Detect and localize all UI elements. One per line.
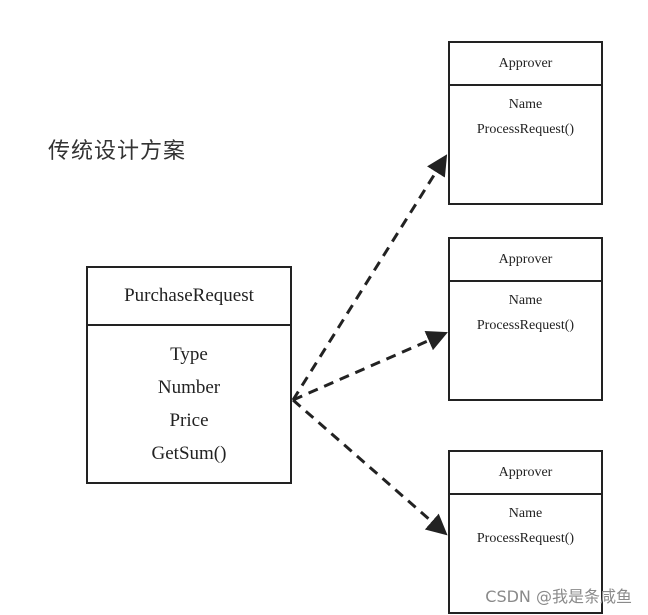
member-number: Number: [157, 377, 221, 398]
member-price: Price: [169, 410, 209, 431]
approver-class-1: Approver Name ProcessRequest(): [448, 41, 603, 205]
approver-class-3: Approver Name ProcessRequest(): [448, 450, 603, 614]
purchase-request-class: PurchaseRequest Type Number Price GetSum…: [86, 266, 292, 484]
member-processrequest: ProcessRequest(): [476, 318, 575, 333]
arrow-to-approver-3: [292, 398, 448, 536]
class-members: Type Number Price GetSum(): [88, 326, 290, 470]
diagram-title: 传统设计方案: [48, 139, 187, 164]
member-type: Type: [170, 344, 208, 365]
approver-class-2: Approver Name ProcessRequest(): [448, 237, 603, 401]
member-processrequest: ProcessRequest(): [476, 531, 575, 546]
member-name: Name: [508, 97, 543, 112]
class-name: Approver: [450, 43, 601, 86]
class-name: PurchaseRequest: [88, 268, 290, 326]
arrow-to-approver-2: [292, 330, 448, 402]
class-members: Name ProcessRequest(): [450, 495, 601, 551]
class-name: Approver: [450, 239, 601, 282]
member-processrequest: ProcessRequest(): [476, 122, 575, 137]
class-name: Approver: [450, 452, 601, 495]
arrow-to-approver-1: [291, 154, 448, 401]
member-getsum: GetSum(): [151, 443, 227, 464]
watermark: CSDN @我是条咸鱼: [485, 587, 632, 606]
member-name: Name: [508, 506, 543, 521]
member-name: Name: [508, 293, 543, 308]
class-members: Name ProcessRequest(): [450, 86, 601, 142]
class-members: Name ProcessRequest(): [450, 282, 601, 338]
